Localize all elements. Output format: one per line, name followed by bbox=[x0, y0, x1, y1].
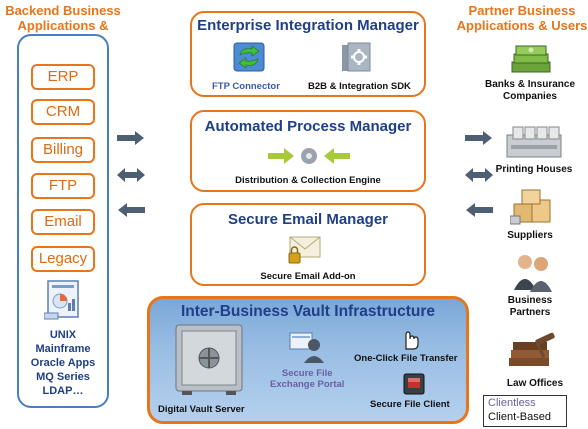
distribution-engine-icon bbox=[268, 148, 350, 164]
engine-label: Distribution & Collection Engine bbox=[235, 175, 381, 186]
law-offices-label: Law Offices bbox=[506, 378, 564, 389]
law-books-icon bbox=[509, 332, 555, 366]
cursor-hand-icon bbox=[405, 331, 419, 350]
erp-button[interactable]: ERP bbox=[31, 64, 95, 90]
portal-icon bbox=[289, 332, 324, 363]
vault-server-label: Digital Vault Server bbox=[158, 404, 245, 415]
banks-label: Banks & Insurance Companies bbox=[480, 79, 580, 103]
business-partners-line-2: Partners bbox=[509, 307, 551, 318]
file-client-icon bbox=[403, 373, 425, 395]
platform-mainframe: Mainframe bbox=[35, 343, 91, 355]
legend: Clientless Client-Based bbox=[483, 395, 567, 427]
arrow-left-1 bbox=[118, 203, 145, 217]
sem-title: Secure Email Manager bbox=[227, 211, 389, 228]
right-heading: Partner Business Applications & Users bbox=[456, 3, 588, 33]
business-partners-label: Business Partners bbox=[490, 295, 570, 319]
email-addon-label: Secure Email Add-on bbox=[260, 271, 356, 282]
legend-client-based: Client-Based bbox=[488, 411, 551, 423]
file-client-label: Secure File Client bbox=[370, 399, 450, 410]
arrow-right-1 bbox=[117, 131, 144, 145]
portal-label-line-1: Secure File bbox=[281, 368, 333, 379]
vault-title: Inter-Business Vault Infrastructure bbox=[180, 303, 436, 320]
printer-icon bbox=[506, 126, 562, 158]
people-icon bbox=[514, 255, 552, 292]
platform-oracle-apps: Oracle Apps bbox=[30, 357, 96, 369]
sdk-label: B2B & Integration SDK bbox=[308, 81, 411, 92]
secure-email-icon bbox=[288, 236, 321, 264]
legacy-button[interactable]: Legacy bbox=[31, 246, 95, 272]
platform-list: UNIX Mainframe Oracle Apps MQ Series LDA… bbox=[19, 328, 107, 398]
legend-clientless: Clientless bbox=[488, 397, 536, 409]
banks-label-line-1: Banks & Insurance bbox=[484, 79, 576, 90]
arrow-bidirectional-2 bbox=[465, 168, 493, 182]
left-heading-line-1: Backend Business bbox=[5, 3, 121, 18]
banks-label-line-2: Companies bbox=[503, 91, 557, 102]
suppliers-label: Suppliers bbox=[507, 230, 553, 241]
platform-ldap: LDAP… bbox=[42, 385, 84, 397]
one-click-label: One-Click File Transfer bbox=[354, 353, 458, 364]
platform-unix: UNIX bbox=[49, 329, 77, 341]
automated-process-manager-box[interactable]: Automated Process Manager Distribution &… bbox=[190, 110, 426, 192]
portal-label-line-2: Exchange Portal bbox=[270, 379, 345, 390]
right-heading-line-2: Applications & Users bbox=[456, 18, 588, 33]
sdk-icon bbox=[342, 42, 371, 72]
billing-button[interactable]: Billing bbox=[31, 137, 95, 163]
ftp-connector-label: FTP Connector bbox=[212, 81, 280, 92]
document-chart-icon bbox=[44, 280, 79, 320]
portal-label: Secure File Exchange Portal bbox=[270, 368, 344, 390]
business-partners-line-1: Business bbox=[507, 295, 553, 306]
apm-title: Automated Process Manager bbox=[204, 118, 412, 135]
boxes-icon bbox=[510, 189, 551, 225]
vault-infrastructure-box[interactable]: Inter-Business Vault Infrastructure Digi… bbox=[147, 296, 469, 424]
right-heading-line-1: Partner Business bbox=[468, 3, 576, 18]
arrow-bidirectional-1 bbox=[117, 168, 145, 182]
printing-houses-label: Printing Houses bbox=[495, 164, 573, 175]
platform-mq-series: MQ Series bbox=[36, 371, 90, 383]
backend-apps-panel: ERP CRM Billing FTP Email Legacy UNIX Ma… bbox=[17, 34, 109, 408]
email-button[interactable]: Email bbox=[31, 209, 95, 235]
secure-email-manager-box[interactable]: Secure Email Manager Secure Email Add-on bbox=[190, 203, 426, 286]
arrow-left-2 bbox=[466, 203, 493, 217]
eim-title: Enterprise Integration Manager bbox=[197, 17, 419, 34]
vault-safe-icon bbox=[175, 324, 243, 395]
arrow-right-2 bbox=[465, 131, 492, 145]
ftp-button[interactable]: FTP bbox=[31, 173, 95, 199]
enterprise-integration-manager-box[interactable]: Enterprise Integration Manager FTP Conne… bbox=[190, 11, 426, 97]
ftp-connector-icon bbox=[233, 42, 265, 72]
money-stack-icon bbox=[511, 45, 551, 73]
crm-button[interactable]: CRM bbox=[31, 99, 95, 125]
